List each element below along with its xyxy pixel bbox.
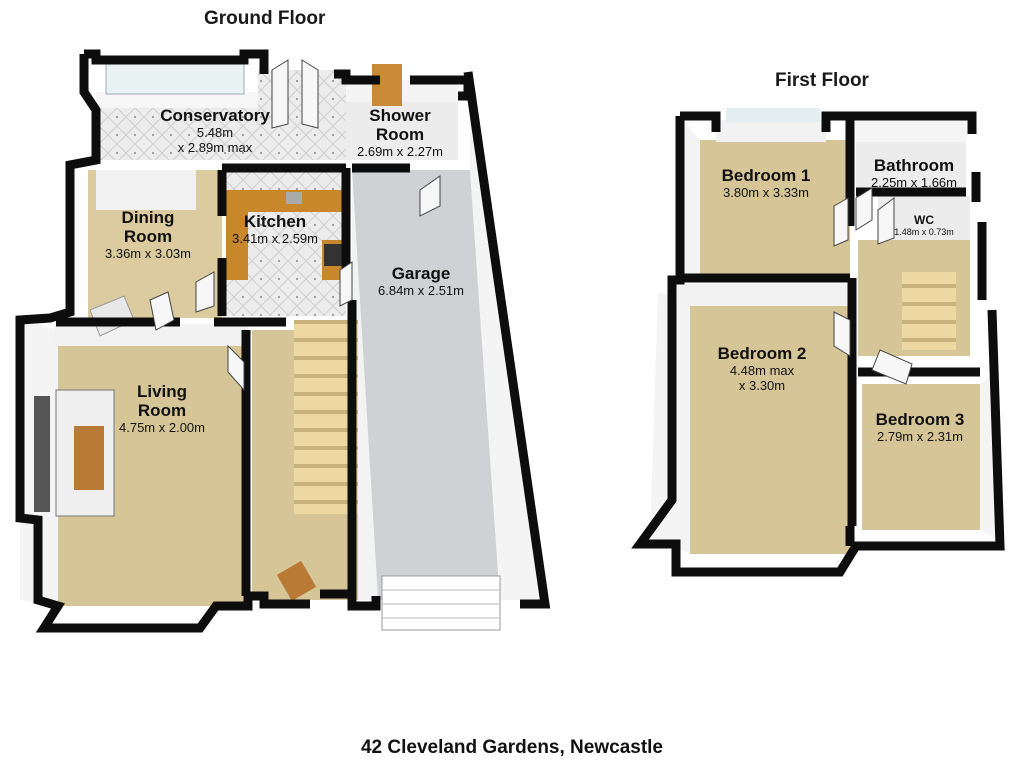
property-address-caption: 42 Cleveland Gardens, Newcastle xyxy=(360,737,664,758)
first-floor-stairs xyxy=(902,272,956,350)
room-dimensions: 5.48m xyxy=(196,125,234,140)
room-name: Bathroom xyxy=(873,156,955,175)
room-label-dining-room: Dining Room 3.36m x 3.03m xyxy=(96,208,200,261)
room-name: Kitchen xyxy=(243,212,307,231)
room-name: Room xyxy=(123,227,173,246)
room-name: Room xyxy=(137,401,187,420)
ground-floor-walls xyxy=(15,49,551,633)
room-label-wc: WC 1.48m x 0.73m xyxy=(884,214,964,238)
room-dimensions: 6.84m x 2.51m xyxy=(378,283,464,298)
bedroom-1-window xyxy=(726,108,820,122)
bedroom-2-floor xyxy=(690,300,850,554)
garage-door xyxy=(381,575,501,631)
room-name: Conservatory xyxy=(160,106,270,125)
room-name: Living xyxy=(136,382,188,401)
bay-window xyxy=(34,396,50,512)
garage-floor xyxy=(352,170,500,600)
ground-floor-plan xyxy=(15,49,551,633)
room-label-bedroom-1: Bedroom 1 3.80m x 3.33m xyxy=(716,166,816,200)
wc-floor xyxy=(878,196,970,240)
room-label-shower-room: Shower Room 2.69m x 2.27m xyxy=(348,106,452,159)
staircase xyxy=(294,320,358,514)
room-name: Shower xyxy=(369,106,431,125)
first-floor-plan xyxy=(631,108,1005,577)
ground-floor-title: Ground Floor xyxy=(204,8,326,29)
room-dimensions: 3.36m x 3.03m xyxy=(105,246,191,261)
kitchen-worktop-left xyxy=(226,190,248,280)
conservatory-back-wall xyxy=(96,92,258,108)
conservatory-floor xyxy=(96,92,258,160)
room-name: WC xyxy=(914,213,934,227)
room-dimensions: 3.41m x 2.59m xyxy=(232,231,318,246)
first-floor-walls xyxy=(631,111,1005,577)
room-label-bathroom: Bathroom 2.25m x 1.66m xyxy=(864,156,964,190)
hearth-icon xyxy=(74,426,104,490)
room-dimensions: 2.25m x 1.66m xyxy=(871,175,957,190)
bathroom-floor xyxy=(856,140,966,188)
room-label-bedroom-2: Bedroom 2 4.48m max x 3.30m xyxy=(712,344,812,393)
room-name: Bedroom 2 xyxy=(717,344,807,363)
room-name: Dining xyxy=(121,208,175,227)
living-room-back-wall xyxy=(54,324,248,346)
front-door xyxy=(276,560,317,601)
dining-room-back-wall xyxy=(96,170,196,210)
hob-icon xyxy=(324,244,344,266)
shower-room-door xyxy=(372,64,402,106)
ground-floor-doors xyxy=(149,59,441,392)
room-dimensions: 3.80m x 3.33m xyxy=(723,185,809,200)
room-name: Bedroom 1 xyxy=(721,166,811,185)
room-name: Bedroom 3 xyxy=(875,410,965,429)
garage-left-wall xyxy=(352,170,378,600)
room-dimensions: x 2.89m max xyxy=(177,140,253,155)
room-label-kitchen: Kitchen 3.41m x 2.59m xyxy=(230,212,320,246)
room-dimensions: x 3.30m xyxy=(738,378,786,393)
room-label-garage: Garage 6.84m x 2.51m xyxy=(376,264,466,298)
room-label-conservatory: Conservatory 5.48m x 2.89m max xyxy=(150,106,280,155)
room-name: Room xyxy=(375,125,425,144)
room-label-bedroom-3: Bedroom 3 2.79m x 2.31m xyxy=(866,410,974,444)
bedroom-3-floor xyxy=(862,384,980,530)
bedroom-1-floor xyxy=(700,140,850,274)
room-name: Garage xyxy=(391,264,451,283)
shower-room-floor xyxy=(346,98,458,160)
room-dimensions: 1.48m x 0.73m xyxy=(894,227,954,237)
first-floor-doors xyxy=(833,187,913,385)
room-dimensions: 4.48m max xyxy=(729,363,795,378)
room-dimensions: 4.75m x 2.00m xyxy=(119,420,205,435)
room-dimensions: 2.69m x 2.27m xyxy=(357,144,443,159)
first-floor-title: First Floor xyxy=(775,70,869,91)
room-label-living-room: Living Room 4.75m x 2.00m xyxy=(112,382,212,435)
room-dimensions: 2.79m x 2.31m xyxy=(877,429,963,444)
sink-icon xyxy=(286,192,302,204)
